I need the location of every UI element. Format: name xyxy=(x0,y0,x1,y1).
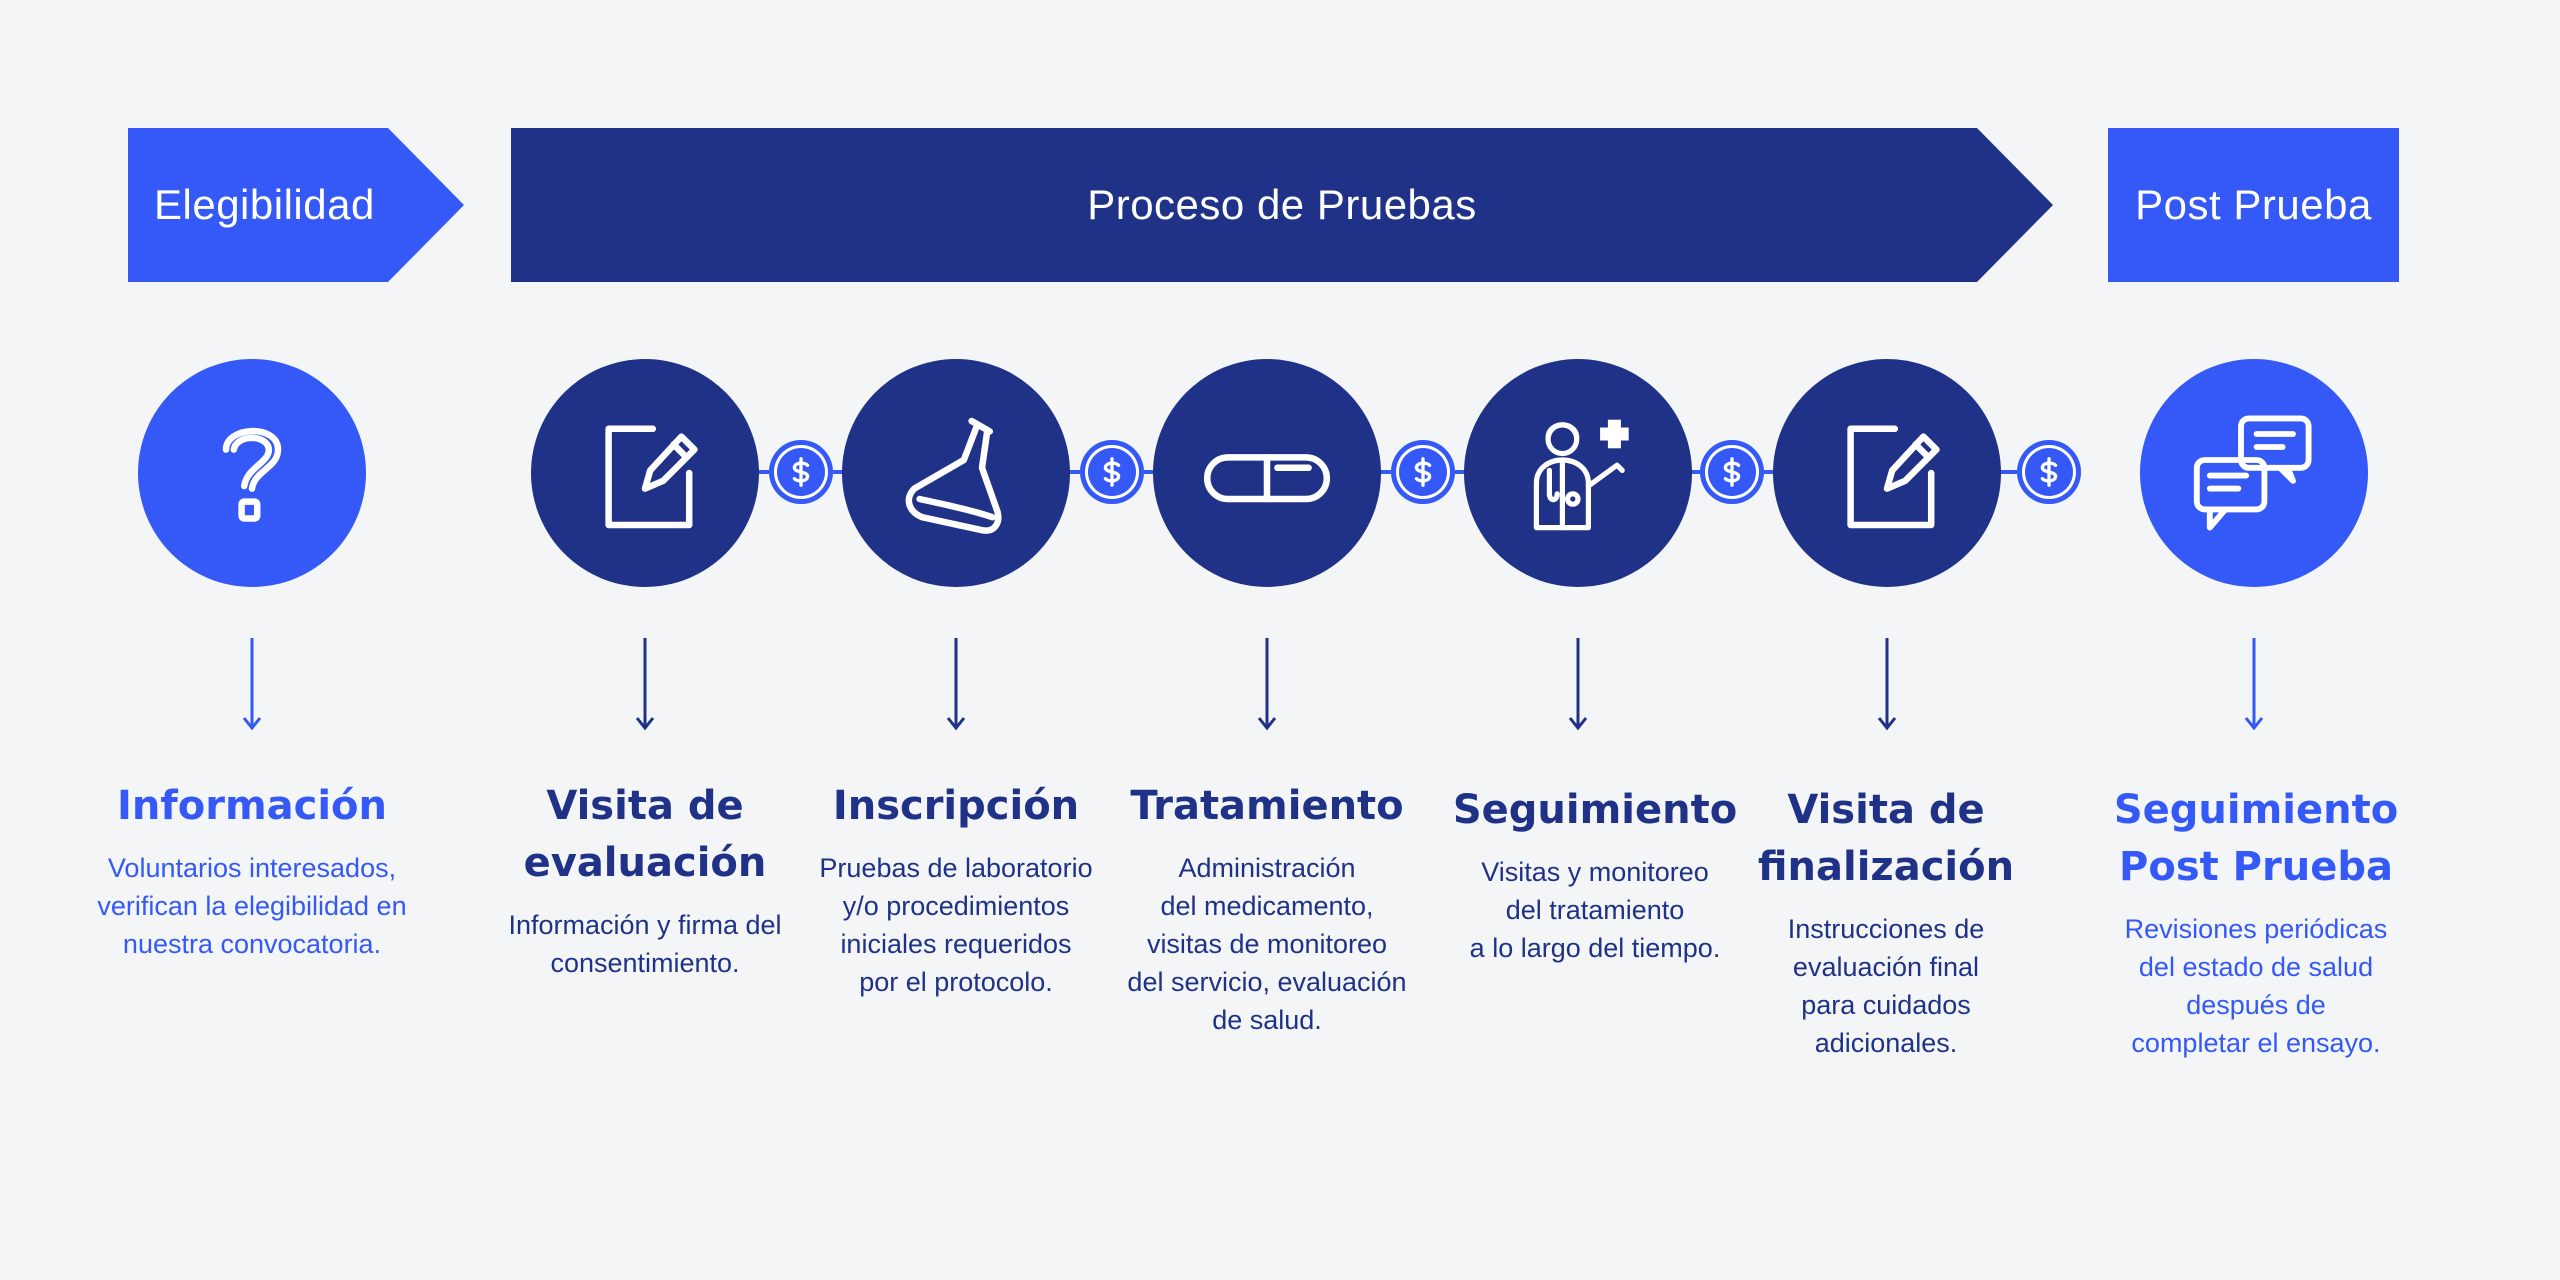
dollar-coin-icon xyxy=(1723,457,1741,487)
step-description: Administración del medicamento, visitas … xyxy=(1127,853,1407,1035)
step-inscripcion: Inscripción Pruebas de laboratorio y/o p… xyxy=(800,778,1112,1001)
banner-label: Post Prueba xyxy=(2135,181,2372,228)
chat-bubbles-icon xyxy=(2193,415,2312,531)
step-title: Visita de evaluación xyxy=(523,783,767,886)
dollar-coin xyxy=(1080,440,1144,504)
step-circle-tratamiento xyxy=(1153,359,1381,587)
step-circle-visita-evaluacion xyxy=(531,359,759,587)
dollar-coin-icon xyxy=(792,457,810,487)
dollar-coin xyxy=(1391,440,1455,504)
edit-document-icon xyxy=(1847,425,1940,529)
step-description: Instrucciones de evaluación final para c… xyxy=(1787,914,1985,1058)
step-visita-finalizacion: Visita de finalización Instrucciones de … xyxy=(1752,782,2020,1062)
pill-icon xyxy=(1203,454,1331,503)
step-informacion: Información Voluntarios interesados, ver… xyxy=(72,778,432,963)
step-seguimiento: Seguimiento Visitas y monitoreo del trat… xyxy=(1440,782,1750,967)
step-description: Visitas y monitoreo del tratamiento a lo… xyxy=(1469,857,1721,963)
step-visita-evaluacion: Visita de evaluación Información y firma… xyxy=(485,778,805,982)
step-circle-informacion xyxy=(138,359,366,587)
down-arrow-icon xyxy=(1257,638,1277,732)
question-mark-icon xyxy=(222,427,282,522)
edit-document-icon xyxy=(605,425,698,529)
dollar-coin xyxy=(769,440,833,504)
banner-elegibilidad: Elegibilidad xyxy=(128,128,464,282)
down-arrow-icon xyxy=(1877,638,1897,732)
step-title: Información xyxy=(116,783,388,829)
banner-post-prueba: Post Prueba xyxy=(2108,128,2399,282)
down-arrow-icon xyxy=(2244,638,2264,732)
step-description: Información y firma del consentimiento. xyxy=(508,910,782,978)
step-description: Pruebas de laboratorio y/o procedimiento… xyxy=(819,853,1093,997)
step-tratamiento: Tratamiento Administración del medicamen… xyxy=(1112,778,1422,1039)
down-arrow-icon xyxy=(242,638,262,732)
banner-proceso-de-pruebas: Proceso de Pruebas xyxy=(511,128,2053,282)
step-title: Tratamiento xyxy=(1130,783,1404,829)
step-title: Visita de finalización xyxy=(1757,787,2015,890)
down-arrow-icon xyxy=(635,638,655,732)
step-seguimiento-post-prueba: Seguimiento Post Prueba Revisiones perió… xyxy=(2096,782,2416,1062)
dollar-coin xyxy=(1700,440,1764,504)
flask-icon xyxy=(905,417,1002,534)
dollar-coin-icon xyxy=(2040,457,2058,487)
dollar-coin-icon xyxy=(1414,457,1432,487)
step-title: Seguimiento xyxy=(1452,787,1738,833)
step-description: Revisiones periódicas del estado de salu… xyxy=(2124,914,2388,1058)
doctor-icon xyxy=(1533,419,1629,531)
step-circle-visita-finalizacion xyxy=(1773,359,2001,587)
dollar-coin xyxy=(2017,440,2081,504)
down-arrow-icon xyxy=(946,638,966,732)
banner-label: Elegibilidad xyxy=(154,181,375,228)
step-circle-seguimiento xyxy=(1464,359,1692,587)
dollar-coin-icon xyxy=(1103,457,1121,487)
step-circle-inscripcion xyxy=(842,359,1070,587)
step-description: Voluntarios interesados, verifican la el… xyxy=(97,853,407,959)
down-arrow-icon xyxy=(1568,638,1588,732)
step-circle-seguimiento-post-prueba xyxy=(2140,359,2368,587)
banner-label: Proceso de Pruebas xyxy=(1087,181,1477,228)
step-title: Seguimiento Post Prueba xyxy=(2113,787,2399,890)
step-title: Inscripción xyxy=(832,783,1080,829)
